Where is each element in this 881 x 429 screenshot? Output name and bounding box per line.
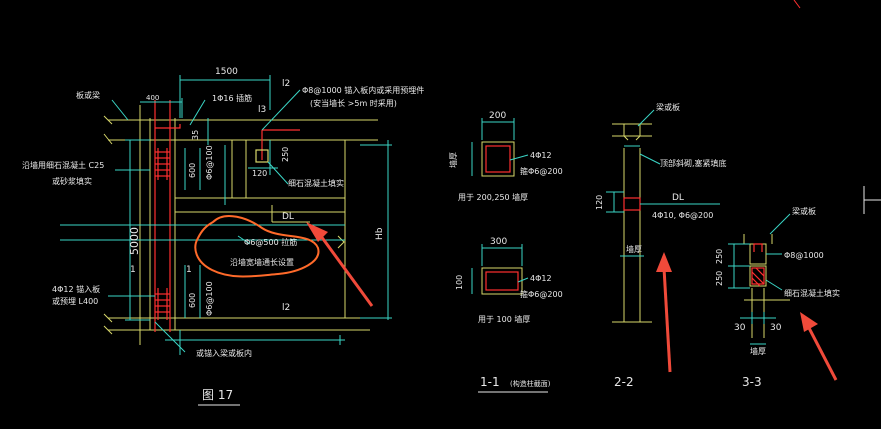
rebar-4phi12-line1: 4Φ12 锚入板 bbox=[52, 284, 100, 294]
sec11-dim-200: 200 bbox=[489, 111, 506, 121]
dim-120: 120 bbox=[252, 169, 267, 178]
arrow-1 bbox=[306, 222, 374, 307]
label-l2-bottom: l2 bbox=[282, 303, 290, 313]
sec11-stirrup-a: 箍Φ6@200 bbox=[520, 166, 563, 176]
wall-body bbox=[175, 140, 346, 318]
sec22-title: 2-2 bbox=[614, 375, 634, 389]
sec33-dim-30-left: 30 bbox=[734, 323, 746, 333]
sec33-dim-30-right: 30 bbox=[770, 323, 782, 333]
label-slab-top: 板或梁 bbox=[76, 90, 100, 100]
anchor-bottom-label: 或锚入梁或板内 bbox=[196, 348, 252, 358]
arrow-3 bbox=[800, 312, 838, 381]
fig17-caption: 图 17 bbox=[202, 388, 233, 402]
label-l2-top: l2 bbox=[282, 79, 290, 89]
bottom-slab bbox=[103, 313, 370, 335]
sec22-dim-120: 120 bbox=[595, 195, 604, 210]
sec33-wall-thick: 墙厚 bbox=[750, 346, 766, 356]
top-anchor-rebar bbox=[255, 129, 300, 163]
dim-400: 400 bbox=[146, 94, 159, 102]
note-phi8-line2: (安当墙长 >5m 时采用) bbox=[310, 98, 397, 108]
column-rebars bbox=[154, 100, 181, 332]
fig17-dimensions bbox=[60, 75, 392, 355]
hb-label: Hb bbox=[375, 227, 385, 240]
rebar-phi6-100-top: Φ6@100 bbox=[205, 145, 214, 180]
sec11-dim-300: 300 bbox=[490, 237, 507, 247]
annotation-loop bbox=[194, 214, 320, 278]
dim-600-bottom: 600 bbox=[188, 293, 197, 308]
figure-17: 1500 400 l2 l3 1Φ16 插筋 Φ8@1000 锚入板内或采用预埋… bbox=[22, 67, 424, 406]
sec11-stirrup-b: 箍Φ6@200 bbox=[520, 289, 563, 299]
sec11-dim-100: 100 bbox=[455, 275, 464, 290]
dim-600-top: 600 bbox=[188, 163, 197, 178]
sec22-beam-slab: 梁或板 bbox=[656, 102, 680, 112]
phi6-500-label: Φ6@500 拉筋 bbox=[244, 237, 297, 247]
dim-250: 250 bbox=[281, 147, 290, 162]
rebar-4phi12-line2: 或预埋 L400 bbox=[52, 296, 98, 306]
arrow-2 bbox=[656, 252, 672, 373]
sec33-dim-250-a: 250 bbox=[715, 249, 724, 264]
sec22-dl: DL bbox=[672, 193, 684, 203]
sec22-top-gap: 顶部斜砌,塞紧填底 bbox=[660, 158, 727, 168]
section-2-2: 梁或板 顶部斜砌,塞紧填底 120 DL 4Φ10, Φ6@200 墙厚 2-2 bbox=[595, 102, 727, 389]
dim-1-right: 1 bbox=[186, 265, 192, 275]
sec33-title: 3-3 bbox=[742, 375, 762, 389]
sec22-dl-rebar: 4Φ10, Φ6@200 bbox=[652, 211, 713, 220]
rebar-top-label: 1Φ16 插筋 bbox=[212, 93, 252, 103]
top-slab bbox=[103, 115, 378, 145]
sec11-title: 1-1 bbox=[480, 375, 500, 389]
dim-5000: 5000 bbox=[128, 227, 141, 255]
rebar-phi6-100-bottom: Φ6@100 bbox=[205, 281, 214, 316]
sec11-use-100: 用于 100 墙厚 bbox=[478, 314, 530, 324]
sec11-use-200-250: 用于 200,250 墙厚 bbox=[458, 192, 528, 202]
sec11-title-note: (构造柱截面) bbox=[510, 379, 551, 388]
label-l3: l3 bbox=[258, 105, 266, 115]
dl-label: DL bbox=[282, 212, 294, 222]
section-1-1: 200 墙厚 4Φ12 箍Φ6@200 用于 200,250 墙厚 300 10… bbox=[448, 111, 563, 393]
sec33-phi8-1000: Φ8@1000 bbox=[784, 251, 824, 260]
note-phi8-line1: Φ8@1000 锚入板内或采用预埋件 bbox=[302, 85, 424, 95]
fine-concrete-label: 细石混凝土填实 bbox=[288, 178, 344, 188]
sec11-rebar-b: 4Φ12 bbox=[530, 274, 552, 283]
fill-line2: 或砂浆填实 bbox=[52, 176, 92, 186]
through-wall-label: 沿墙宽墙通长设置 bbox=[230, 257, 294, 267]
dim-1-left: 1 bbox=[130, 265, 136, 275]
fig17-leaders bbox=[108, 89, 301, 353]
sec33-dim-250-b: 250 bbox=[715, 271, 724, 286]
fill-line1: 沿墙用细石混凝土 C25 bbox=[22, 160, 104, 170]
corner-mark bbox=[793, 0, 801, 9]
sec11-wall-label: 墙厚 bbox=[448, 152, 458, 168]
sec22-wall-thick: 墙厚 bbox=[626, 244, 642, 254]
sec11-rebar-a: 4Φ12 bbox=[530, 151, 552, 160]
dim-1500: 1500 bbox=[215, 67, 238, 77]
section-3-3: 梁或板 Φ8@1000 250 250 细石混凝土填实 30 30 墙厚 3-3 bbox=[715, 206, 840, 389]
sec33-beam-slab: 梁或板 bbox=[792, 206, 816, 216]
dim-35: 35 bbox=[191, 130, 200, 140]
edge-fragment bbox=[863, 186, 881, 214]
sec33-fine-concrete: 细石混凝土填实 bbox=[784, 288, 840, 298]
